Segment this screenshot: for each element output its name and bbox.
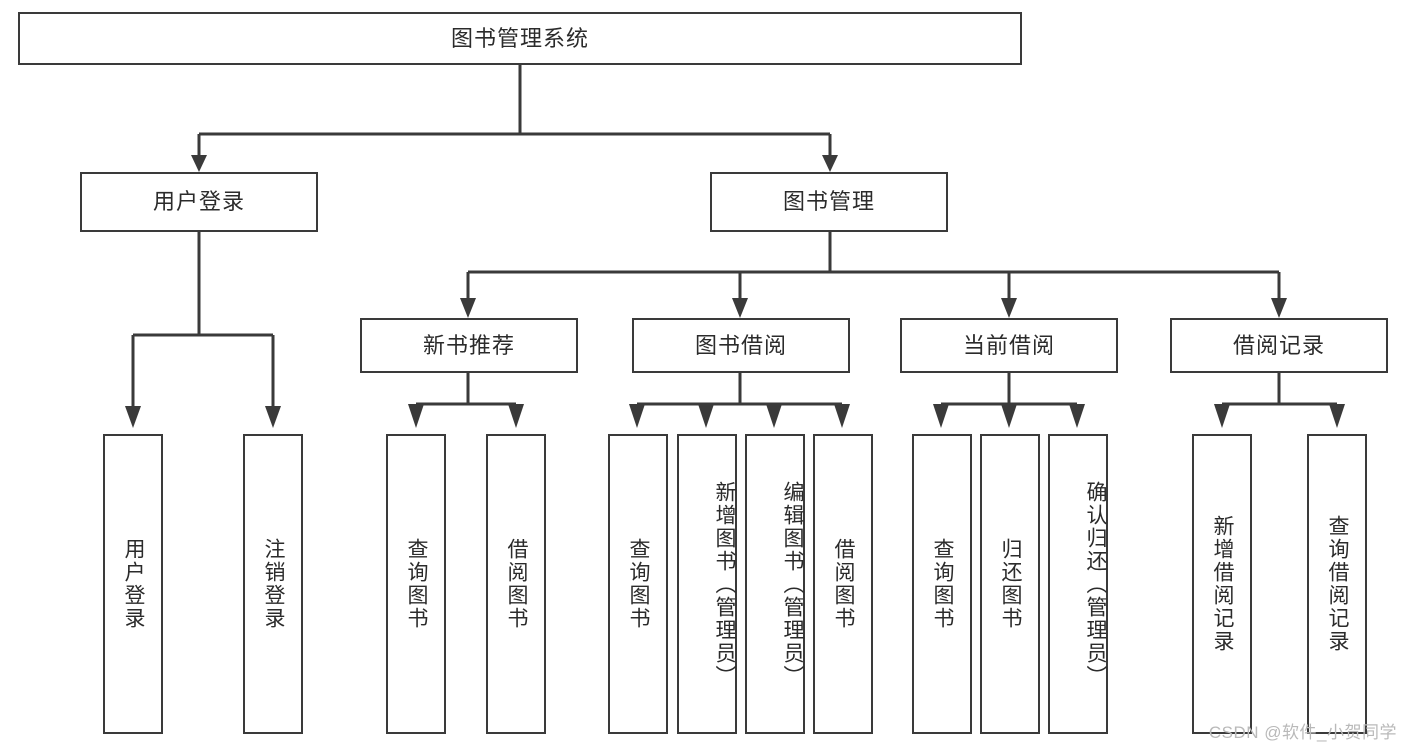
leaf-add-book[interactable]: 新增图书（管理员） xyxy=(677,434,737,734)
leaf-user-login[interactable]: 用户登录 xyxy=(103,434,163,734)
node-root-system[interactable]: 图书管理系统 xyxy=(18,12,1022,65)
csdn-watermark: CSDN @软件_小贺同学 xyxy=(1208,723,1397,742)
node-user-login-label: 用户登录 xyxy=(152,189,245,215)
leaf-return-book[interactable]: 归还图书 xyxy=(980,434,1040,734)
leaf-logout-login-label: 注销登录 xyxy=(262,538,286,630)
leaf-return-book-label: 归还图书 xyxy=(999,538,1023,630)
leaf-query-book-2[interactable]: 查询图书 xyxy=(608,434,668,734)
leaf-borrow-book-2[interactable]: 借阅图书 xyxy=(813,434,873,734)
node-new-book-recommend[interactable]: 新书推荐 xyxy=(360,318,578,373)
node-book-borrow[interactable]: 图书借阅 xyxy=(632,318,850,373)
leaf-add-record[interactable]: 新增借阅记录 xyxy=(1192,434,1252,734)
node-book-borrow-label: 图书借阅 xyxy=(694,332,787,358)
node-current-borrow[interactable]: 当前借阅 xyxy=(900,318,1118,373)
leaf-query-book-3-label: 查询图书 xyxy=(931,538,955,630)
node-book-manage-label: 图书管理 xyxy=(782,189,875,215)
node-root-system-label: 图书管理系统 xyxy=(450,25,589,51)
leaf-add-book-label: 新增图书（管理员） xyxy=(713,480,736,688)
leaf-borrow-book-1[interactable]: 借阅图书 xyxy=(486,434,546,734)
node-book-manage[interactable]: 图书管理 xyxy=(710,172,948,232)
leaf-user-login-label: 用户登录 xyxy=(122,538,146,630)
leaf-borrow-book-2-label: 借阅图书 xyxy=(832,538,856,630)
node-current-borrow-label: 当前借阅 xyxy=(962,332,1055,358)
leaf-confirm-return-label: 确认归还（管理员） xyxy=(1084,480,1107,688)
leaf-logout-login[interactable]: 注销登录 xyxy=(243,434,303,734)
node-new-book-recommend-label: 新书推荐 xyxy=(422,332,515,358)
leaf-query-book-1[interactable]: 查询图书 xyxy=(386,434,446,734)
node-user-login[interactable]: 用户登录 xyxy=(80,172,318,232)
leaf-query-record[interactable]: 查询借阅记录 xyxy=(1307,434,1367,734)
leaf-edit-book[interactable]: 编辑图书（管理员） xyxy=(745,434,805,734)
leaf-add-record-label: 新增借阅记录 xyxy=(1211,515,1235,653)
leaf-borrow-book-1-label: 借阅图书 xyxy=(505,538,529,630)
leaf-edit-book-label: 编辑图书（管理员） xyxy=(781,480,804,688)
leaf-query-book-3[interactable]: 查询图书 xyxy=(912,434,972,734)
leaf-query-book-2-label: 查询图书 xyxy=(627,538,651,630)
node-borrow-record-label: 借阅记录 xyxy=(1232,332,1325,358)
leaf-confirm-return[interactable]: 确认归还（管理员） xyxy=(1048,434,1108,734)
leaf-query-book-1-label: 查询图书 xyxy=(405,538,429,630)
leaf-query-record-label: 查询借阅记录 xyxy=(1326,515,1350,653)
node-borrow-record[interactable]: 借阅记录 xyxy=(1170,318,1388,373)
